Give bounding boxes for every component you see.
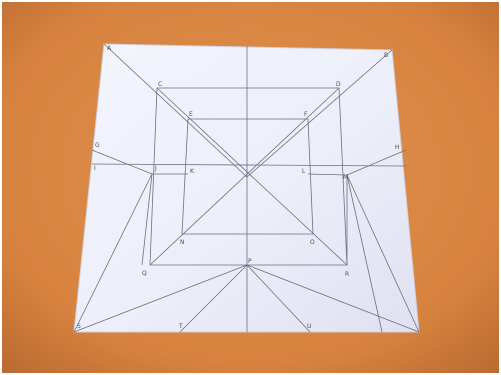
label-t: T	[178, 323, 183, 330]
label-s: S	[77, 323, 81, 330]
label-j: J	[154, 165, 157, 172]
label-m: M	[343, 174, 348, 181]
label-q: Q	[142, 270, 147, 277]
label-b: B	[384, 52, 388, 59]
label-c: C	[158, 81, 162, 88]
label-h: H	[395, 144, 400, 151]
label-e: E	[189, 111, 193, 118]
label-n: N	[180, 239, 185, 246]
label-r: R	[345, 271, 349, 278]
label-u: U	[307, 323, 311, 330]
label-f: F	[304, 111, 308, 118]
label-g: G	[95, 142, 100, 149]
label-d: D	[336, 81, 341, 88]
paper-sheet	[74, 44, 419, 332]
label-o: O	[310, 239, 315, 246]
label-p: P	[248, 258, 252, 265]
label-i: I	[94, 165, 96, 172]
